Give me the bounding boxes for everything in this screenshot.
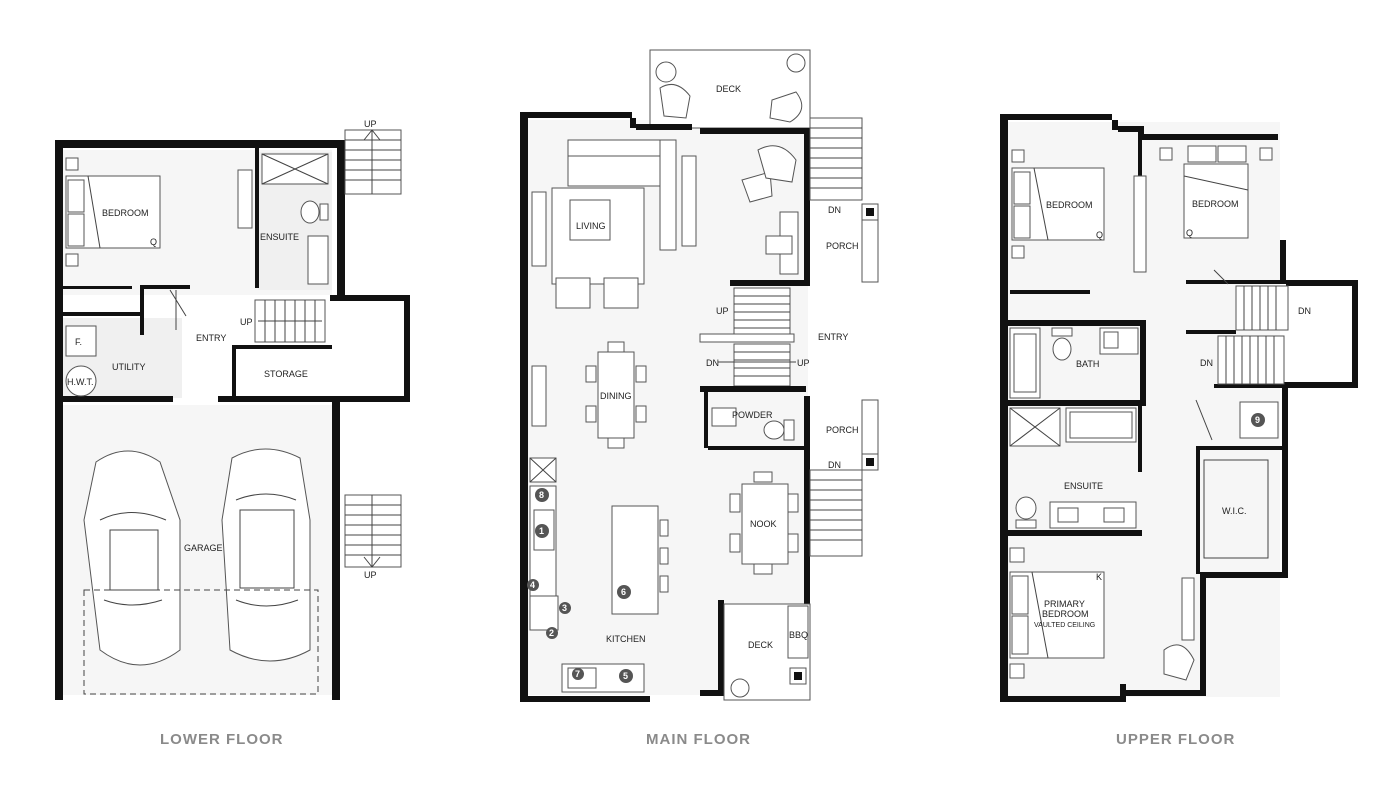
garage-label: GARAGE (184, 543, 223, 553)
upper-floor-title: UPPER FLOOR (1116, 731, 1235, 748)
upper-bedroom-right-label: BEDROOM (1192, 199, 1239, 209)
main-entry-label: ENTRY (818, 332, 848, 342)
lower-entry-label: ENTRY (196, 333, 226, 343)
main-stairs-dn-porch-bottom: DN (828, 460, 841, 470)
upper-stairs-dn-lower: DN (1200, 358, 1213, 368)
appliance-badge-9-num: 9 (1255, 415, 1260, 425)
upper-floor-plan: 9 BEDROOM Q BEDROOM Q BATH ENSUITE W.I.C… (1000, 114, 1358, 748)
lower-stairs-up-bottom: UP (364, 570, 377, 580)
lower-bedroom-label: BEDROOM (102, 208, 149, 218)
appliance-badge-1 (535, 524, 549, 538)
appliance-badge-7 (572, 668, 584, 680)
lower-stairs-top (344, 129, 402, 195)
appliance-badge-4-num: 4 (530, 580, 535, 590)
appliance-badge-1-num: 1 (539, 526, 544, 536)
appliance-badge-2-num: 2 (549, 628, 554, 638)
appliance-badge-7-num: 7 (575, 669, 580, 679)
upper-bedroom-right-size: Q (1186, 228, 1193, 238)
main-stairs-up: UP (716, 306, 729, 316)
lower-stairs-up-top: UP (364, 119, 377, 129)
storage-label: STORAGE (264, 369, 308, 379)
appliance-badge-4 (527, 579, 539, 591)
main-deck-top (649, 49, 811, 129)
garage-car-right (221, 448, 311, 662)
appliance-badge-3 (559, 602, 571, 614)
living-label: LIVING (576, 221, 606, 231)
main-deck-top-label: DECK (716, 84, 741, 94)
main-porch-top-label: PORCH (826, 241, 859, 251)
appliance-badge-6-num: 6 (621, 587, 626, 597)
appliance-badge-2 (546, 627, 558, 639)
bath-label: BATH (1076, 359, 1099, 369)
upper-bedroom-left-size: Q (1096, 230, 1103, 240)
primary-bedroom-line2: BEDROOM (1042, 609, 1089, 619)
utility-label: UTILITY (112, 362, 146, 372)
main-floor-plan: 8 1 4 3 2 6 7 5 DECK LIVING PORCH ENTRY … (520, 49, 879, 748)
kitchen-label: KITCHEN (606, 634, 646, 644)
hwt-label: H.W.T. (67, 377, 94, 387)
lower-bed-size: Q (150, 237, 157, 247)
lower-floor-plan: BEDROOM Q ENSUITE ENTRY UTILITY F. H.W.T… (55, 119, 410, 748)
main-floor-title: MAIN FLOOR (646, 731, 751, 748)
appliance-badge-8-num: 8 (539, 490, 544, 500)
furnace-label: F. (75, 337, 82, 347)
appliance-badge-5-num: 5 (623, 671, 628, 681)
lower-entry-stairs (254, 299, 326, 343)
primary-bedroom-line1: PRIMARY (1044, 599, 1085, 609)
appliance-badge-6 (617, 585, 631, 599)
lower-stairs-bottom (344, 494, 402, 568)
appliance-badge-3-num: 3 (562, 603, 567, 613)
powder-label: POWDER (732, 410, 773, 420)
lower-stairs-up-entry: UP (240, 317, 253, 327)
appliance-badge-8 (535, 488, 549, 502)
bbq-label: BBQ (789, 630, 808, 640)
main-stairs-dn-porch-top: DN (828, 205, 841, 215)
main-stairs-dn: DN (706, 358, 719, 368)
appliance-badge-5 (619, 669, 633, 683)
primary-bedroom-size: K (1096, 572, 1102, 582)
main-deck-bottom-label: DECK (748, 640, 773, 650)
garage-car-left (83, 450, 181, 666)
upper-stairs-dn-upper: DN (1298, 306, 1311, 316)
upper-bedroom-left-label: BEDROOM (1046, 200, 1093, 210)
appliance-badge-9 (1251, 413, 1265, 427)
nook-label: NOOK (750, 519, 777, 529)
lower-floor-title: LOWER FLOOR (160, 731, 284, 748)
upper-ensuite-label: ENSUITE (1064, 481, 1103, 491)
lower-ensuite-label: ENSUITE (260, 232, 299, 242)
wic-label: W.I.C. (1222, 506, 1247, 516)
dining-label: DINING (600, 391, 632, 401)
primary-bedroom-line3: VAULTED CEILING (1034, 622, 1095, 629)
main-stairs-up-2: UP (797, 358, 810, 368)
main-porch-bottom-label: PORCH (826, 425, 859, 435)
